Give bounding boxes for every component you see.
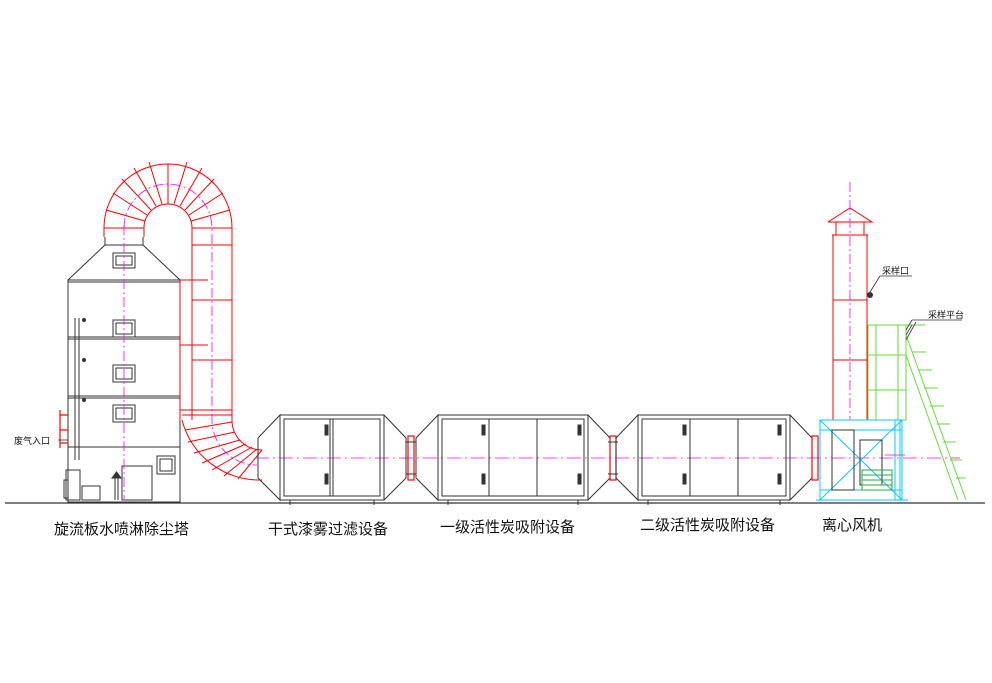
tower-label: 旋流板水喷淋除尘塔 bbox=[54, 520, 190, 538]
duct-centerline bbox=[123, 183, 258, 466]
gas-inlet bbox=[59, 410, 68, 448]
sampling-platform-label: 采样平台 bbox=[928, 311, 965, 321]
carbon-adsorber-1 bbox=[415, 413, 611, 505]
carbon-1-label: 一级活性炭吸附设备 bbox=[440, 518, 576, 536]
inlet-label: 废气入口 bbox=[14, 437, 51, 447]
sampling-port-label: 采样口 bbox=[882, 267, 910, 277]
outlet-duct bbox=[103, 161, 263, 481]
fan-label: 离心风机 bbox=[822, 516, 883, 534]
exhaust-stack bbox=[827, 207, 874, 421]
spray-tower bbox=[63, 237, 181, 503]
flange-connector-3 bbox=[811, 435, 819, 481]
carbon-adsorber-2 bbox=[615, 413, 813, 505]
sampling-port-icon bbox=[867, 292, 873, 298]
carbon-2-label: 二级活性炭吸附设备 bbox=[640, 516, 776, 534]
dry-filter-unit bbox=[257, 413, 407, 505]
sampling-platform bbox=[867, 324, 967, 501]
motor-icon bbox=[861, 469, 893, 491]
dry-filter-label: 干式漆雾过滤设备 bbox=[268, 520, 389, 538]
flange-connector-1 bbox=[407, 435, 415, 481]
